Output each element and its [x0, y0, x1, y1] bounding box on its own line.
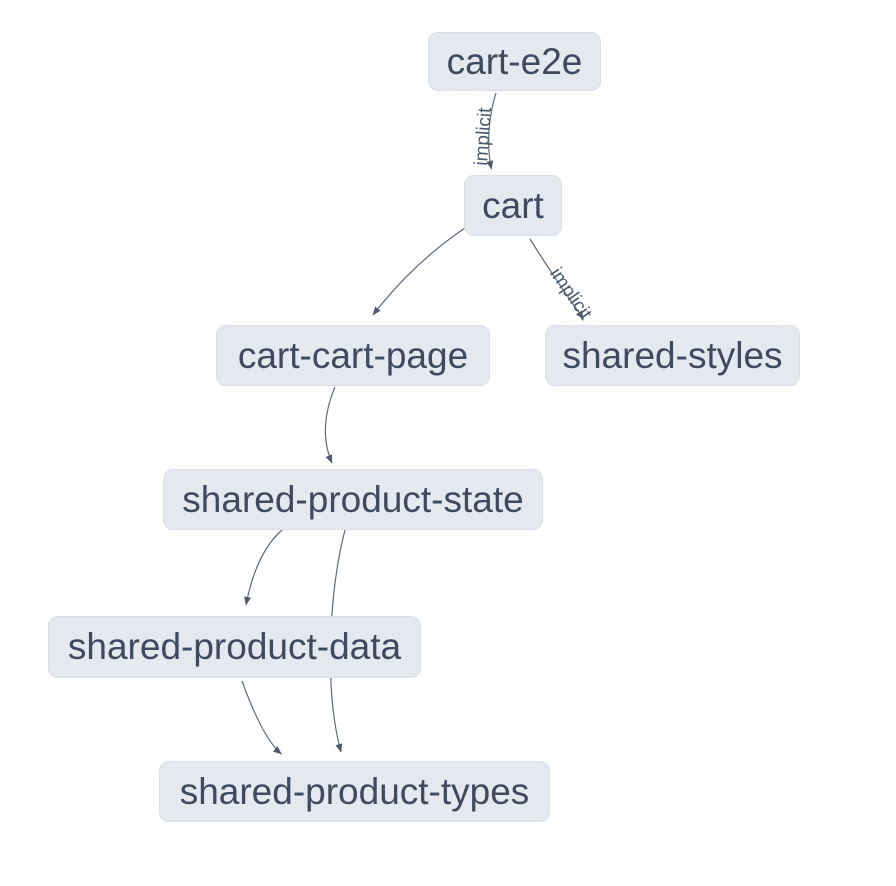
node-label: shared-styles — [562, 334, 783, 376]
node-shared-product-data[interactable]: shared-product-data — [48, 616, 421, 678]
edge-cart-e2e-to-cart — [486, 92, 497, 170]
node-cart[interactable]: cart — [464, 175, 562, 236]
edge-shared-product-data-to-shared-product-types — [241, 680, 282, 755]
node-label: shared-product-state — [182, 478, 524, 520]
node-shared-styles[interactable]: shared-styles — [545, 325, 800, 386]
node-label: cart-cart-page — [237, 334, 469, 376]
edge-label-cart-e2e-to-cart: implicit — [471, 106, 496, 166]
edge-cart-to-cart-cart-page — [372, 227, 466, 316]
node-label: shared-product-data — [67, 626, 402, 667]
node-cart-cart-page[interactable]: cart-cart-page — [216, 325, 490, 386]
node-shared-product-types[interactable]: shared-product-types — [159, 761, 550, 822]
edge-label-cart-to-shared-styles: implicit — [545, 264, 596, 324]
edge-cart-cart-page-to-shared-product-state — [324, 386, 336, 464]
edge-cart-to-shared-styles — [529, 238, 584, 320]
node-label: shared-product-types — [179, 770, 530, 812]
node-cart-e2e[interactable]: cart-e2e — [428, 32, 601, 91]
node-label: cart-e2e — [446, 40, 583, 82]
node-label: cart — [482, 184, 544, 226]
node-shared-product-state[interactable]: shared-product-state — [163, 469, 543, 530]
edge-shared-product-state-to-shared-product-data — [244, 529, 283, 606]
